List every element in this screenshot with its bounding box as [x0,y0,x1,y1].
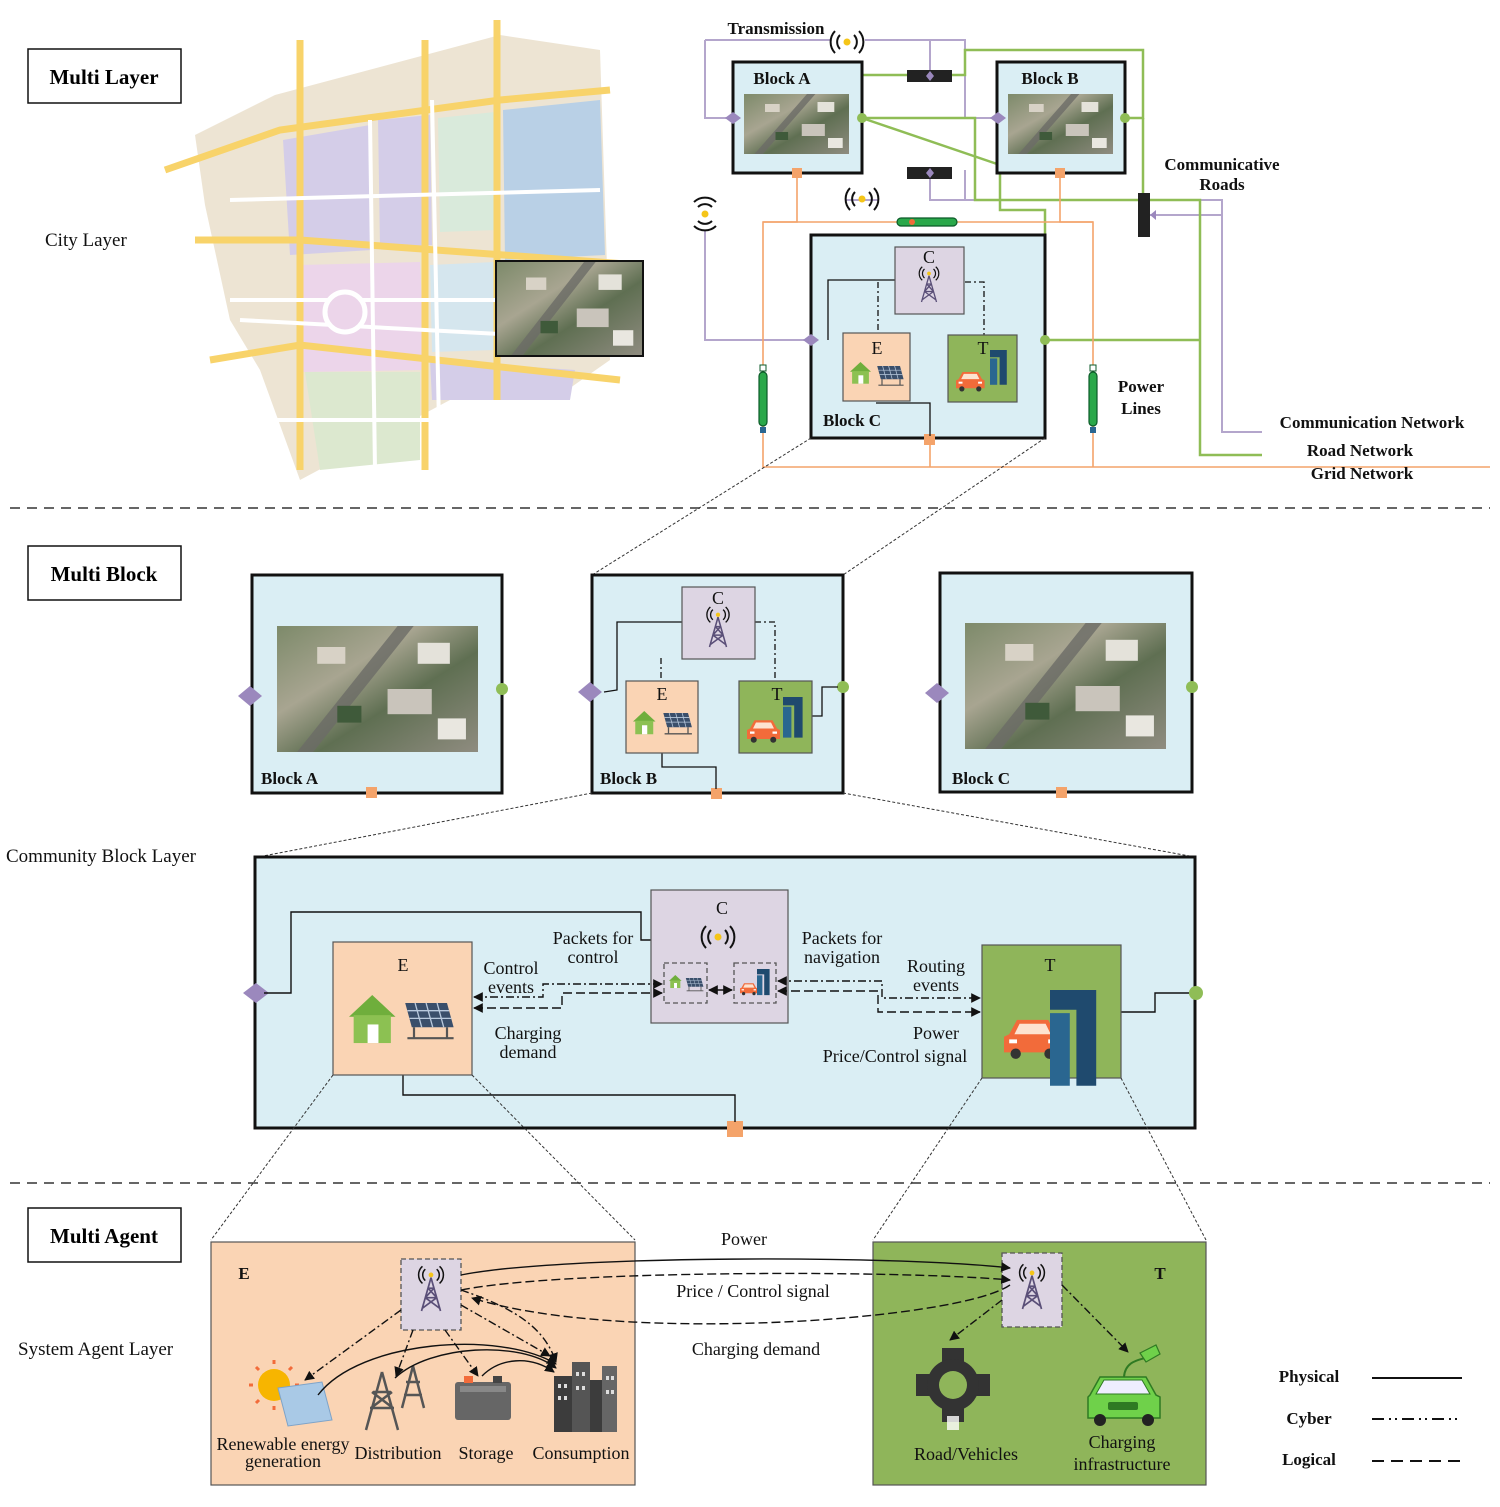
network-block-b: Block B [990,60,1130,178]
city-layer-label: City Layer [45,230,127,251]
svg-text:Renewable energy: Renewable energy [216,1434,349,1454]
svg-text:Power: Power [913,1023,959,1043]
svg-text:Charging: Charging [1089,1432,1156,1452]
agent-demand-label: Charging demand [692,1339,820,1359]
svg-text:Price/Control signal: Price/Control signal [823,1046,967,1066]
svg-text:Multi Block: Multi Block [51,562,158,586]
svg-text:Multi Agent: Multi Agent [50,1224,158,1248]
svg-text:C: C [923,247,935,267]
svg-text:Packets for: Packets for [802,928,882,948]
svg-text:T: T [1154,1264,1166,1283]
svg-text:T: T [978,338,989,358]
multi-agent-header: Multi Agent [27,1207,182,1263]
road-port-circle [857,113,867,123]
agent-price-label: Price / Control signal [676,1281,829,1301]
svg-text:generation: generation [245,1451,321,1471]
network-block-c: C E T Block C [803,233,1050,445]
legend-cyber: Cyber [1286,1409,1332,1428]
renewable-icon [249,1360,333,1427]
svg-text:T: T [1045,955,1056,975]
svg-text:C: C [712,588,724,608]
svg-text:Routing: Routing [907,956,965,976]
city-map [163,20,644,480]
network-diagram: Block A Block B Transmission [591,19,1490,576]
power-cable-vertical-left [758,364,768,433]
agent-transport-panel: T Road/Vehicles Charging infrastructure [872,1241,1207,1486]
svg-text:navigation: navigation [804,947,880,967]
antenna-icon [693,196,717,232]
svg-text:Storage: Storage [459,1443,514,1463]
svg-text:Consumption: Consumption [532,1443,629,1463]
power-lines-label: Power [1118,377,1165,396]
svg-text:Block C: Block C [823,411,881,430]
community-layer-label: Community Block Layer [6,846,197,867]
distribution-icon [364,1365,426,1431]
link-road [1138,193,1150,237]
svg-text:Block C: Block C [952,769,1010,788]
power-cable-horizontal [896,217,958,227]
storage-icon [455,1376,511,1420]
svg-text:events: events [488,977,534,997]
road-network-label: Road Network [1307,441,1414,460]
svg-text:Control: Control [483,958,538,978]
svg-text:demand: demand [500,1042,557,1062]
transmission-antenna-icon [829,30,865,54]
svg-text:T: T [772,684,783,704]
multi-block-a: Block A [238,573,508,798]
legend-logical: Logical [1282,1450,1336,1469]
agent-energy-panel: E [210,1241,636,1486]
svg-text:E: E [872,338,883,358]
grid-port-square [792,168,802,178]
communication-network-label: Communication Network [1280,413,1465,432]
svg-text:Block B: Block B [1021,69,1078,88]
roundabout-icon [916,1348,990,1430]
grid-network-label: Grid Network [1311,464,1414,483]
svg-text:E: E [657,684,668,704]
legend-physical: Physical [1279,1367,1340,1386]
multi-layer-header: Multi Layer [27,48,182,104]
svg-text:C: C [716,898,728,918]
multi-block-header: Multi Block [27,545,182,601]
multi-block-c: Block C [925,571,1198,798]
community-energy-box [332,941,473,1076]
charging-car-icon [1087,1344,1161,1426]
svg-text:Road/Vehicles: Road/Vehicles [914,1444,1018,1464]
power-lines-label-2: Lines [1121,399,1161,418]
svg-text:Multi Layer: Multi Layer [49,65,158,89]
system-agent-layer-label: System Agent Layer [18,1339,174,1360]
svg-text:control: control [568,947,619,967]
community-block: E C T Packets for control Packets for na… [243,855,1203,1137]
community-comm-box [650,889,789,1024]
transmission-label: Transmission [728,19,826,38]
svg-text:Distribution: Distribution [354,1443,441,1463]
svg-text:events: events [913,975,959,995]
communicative-roads-label: Communicative [1164,155,1280,174]
svg-text:Block B: Block B [600,769,657,788]
multi-block-b: C E T Block B [578,573,849,799]
comm-port-diamond [725,112,741,124]
svg-text:Block A: Block A [261,769,319,788]
svg-text:Charging: Charging [495,1023,562,1043]
power-cable-vertical-right [1088,364,1098,433]
svg-text:E: E [398,955,409,975]
svg-text:E: E [238,1264,249,1283]
legend: Physical Cyber Logical [1279,1367,1462,1469]
svg-text:Block A: Block A [753,69,811,88]
communicative-roads-label-2: Roads [1199,175,1245,194]
agent-links [460,1258,1011,1325]
svg-text:infrastructure: infrastructure [1074,1454,1171,1474]
consumption-icon [554,1362,617,1432]
svg-text:Packets for: Packets for [553,928,633,948]
network-block-a: Block A [725,60,867,178]
agent-power-label: Power [721,1229,767,1249]
